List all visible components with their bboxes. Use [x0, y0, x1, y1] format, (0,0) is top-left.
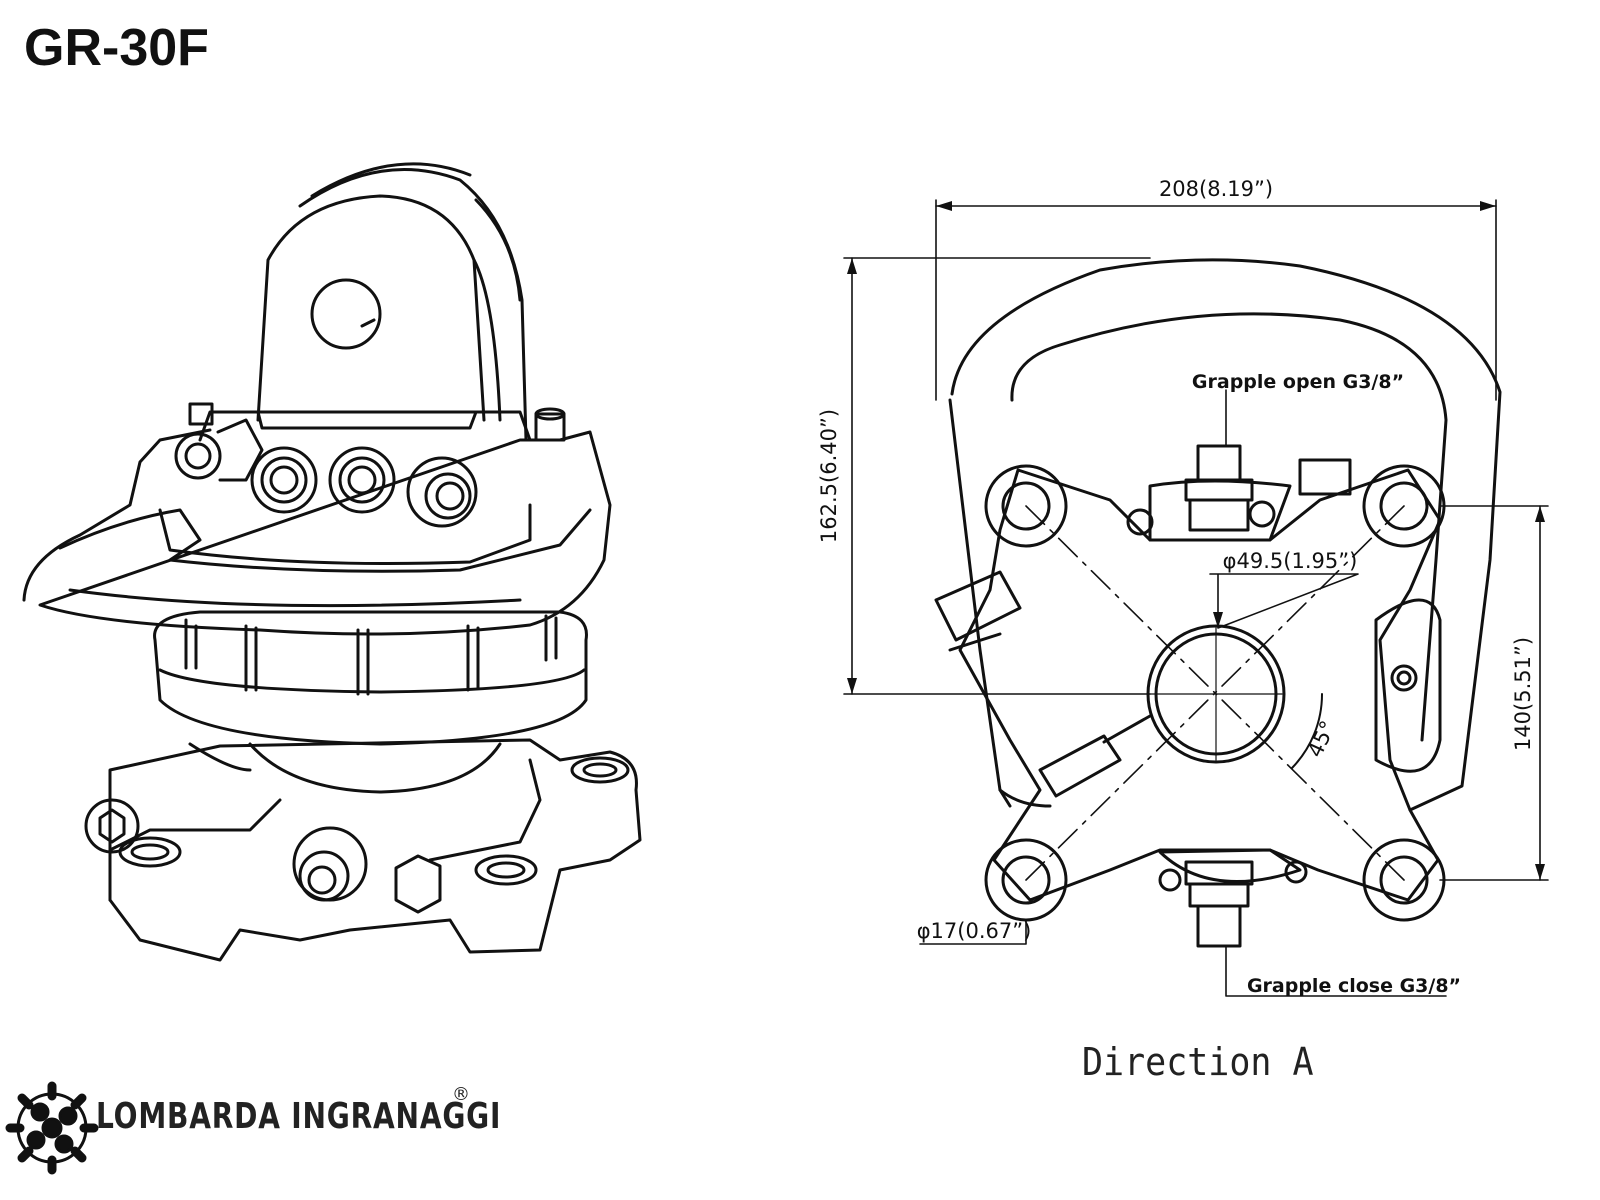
- mount-hole-dimension-label: φ17(0.67”): [917, 919, 1032, 943]
- brand-name: LOMBARDA INGRANAGGI: [96, 1096, 502, 1137]
- dimension-lines: [843, 199, 1549, 997]
- grapple-open-port-label: Grapple open G3/8”: [1192, 371, 1404, 393]
- angle-dimension-label: 45°: [1303, 717, 1340, 761]
- width-dimension-label: 208(8.19”): [1159, 177, 1273, 201]
- gear-logo-icon: [5, 1081, 99, 1175]
- hole-spacing-dimension-label: 140(5.51”): [1511, 637, 1535, 751]
- center-bore-dimension-label: φ49.5(1.95”): [1223, 549, 1358, 573]
- drawing-title: GR-30F: [24, 19, 209, 77]
- hydraulic-fittings: [174, 402, 566, 528]
- height-dimension-label: 162.5(6.40”): [817, 409, 841, 543]
- rotator-isometric-view: [22, 162, 642, 962]
- flange-plate: [958, 468, 1442, 902]
- registered-mark: ®: [452, 1084, 470, 1105]
- view-caption: Direction A: [1082, 1040, 1314, 1084]
- grapple-close-port-label: Grapple close G3/8”: [1247, 975, 1461, 997]
